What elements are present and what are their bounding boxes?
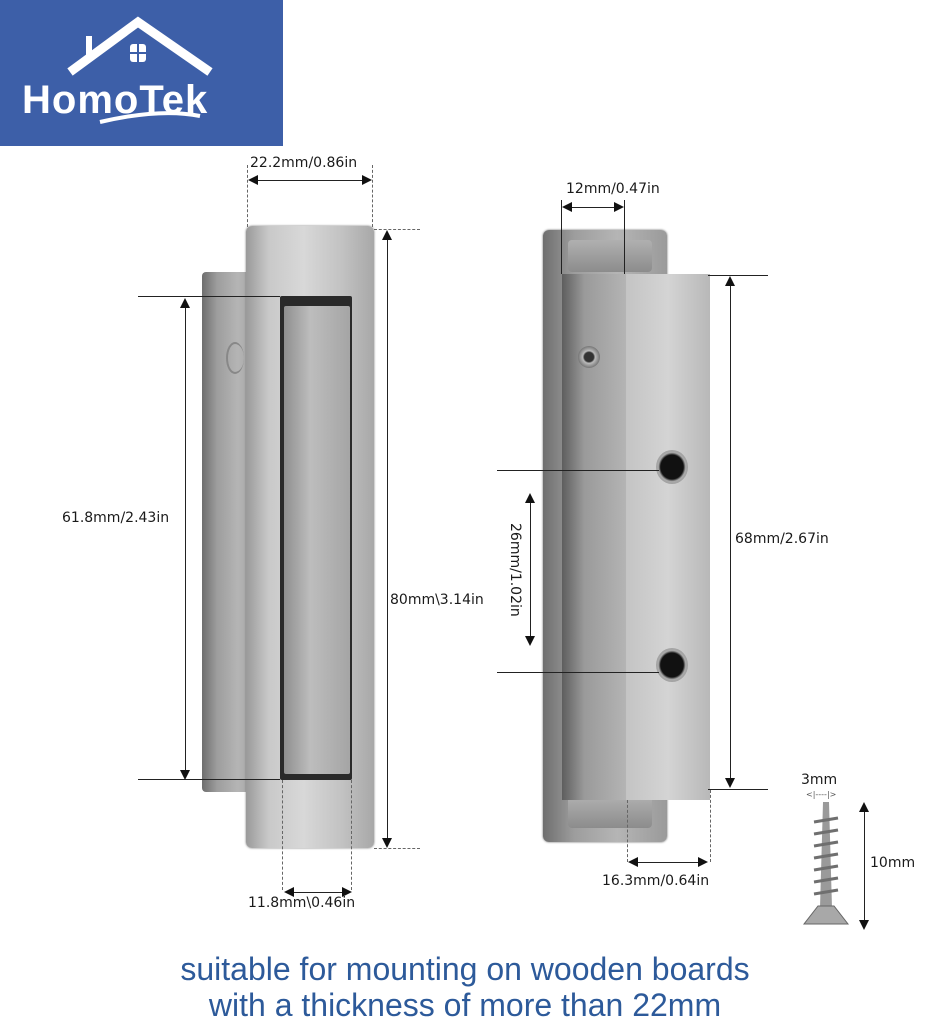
screw-icon: [802, 802, 850, 925]
dim-screw-diameter: 3mm: [801, 772, 838, 788]
diameter-indicator: <|----|>: [806, 790, 837, 799]
dim-hole-spacing: 26mm/1.02in: [507, 523, 523, 617]
dim-top-width-right: 12mm/0.47in: [566, 181, 660, 197]
dim-housing-depth: 16.3mm/0.64in: [602, 873, 710, 889]
dim-screw-length: 10mm: [870, 855, 916, 871]
caption-line-2: with a thickness of more than 22mm: [208, 987, 722, 1023]
caption-line-1: suitable for mounting on wooden boards: [180, 951, 750, 987]
house-roof-icon: [67, 16, 213, 124]
dim-recess-height: 61.8mm/2.43in: [62, 510, 170, 526]
dim-top-width-left: 22.2mm/0.86in: [250, 155, 358, 171]
screw-head-icon: [578, 346, 600, 368]
brand-logo: HomoTek: [0, 0, 283, 146]
dim-total-height: 80mm\3.14in: [390, 592, 484, 608]
dim-housing-height: 68mm/2.67in: [735, 531, 829, 547]
brand-name: HomoTek: [22, 78, 209, 122]
dim-recess-width: 11.8mm\0.46in: [248, 895, 356, 911]
mounting-hole-lower: [656, 648, 688, 682]
mounting-hole-upper: [656, 450, 688, 484]
